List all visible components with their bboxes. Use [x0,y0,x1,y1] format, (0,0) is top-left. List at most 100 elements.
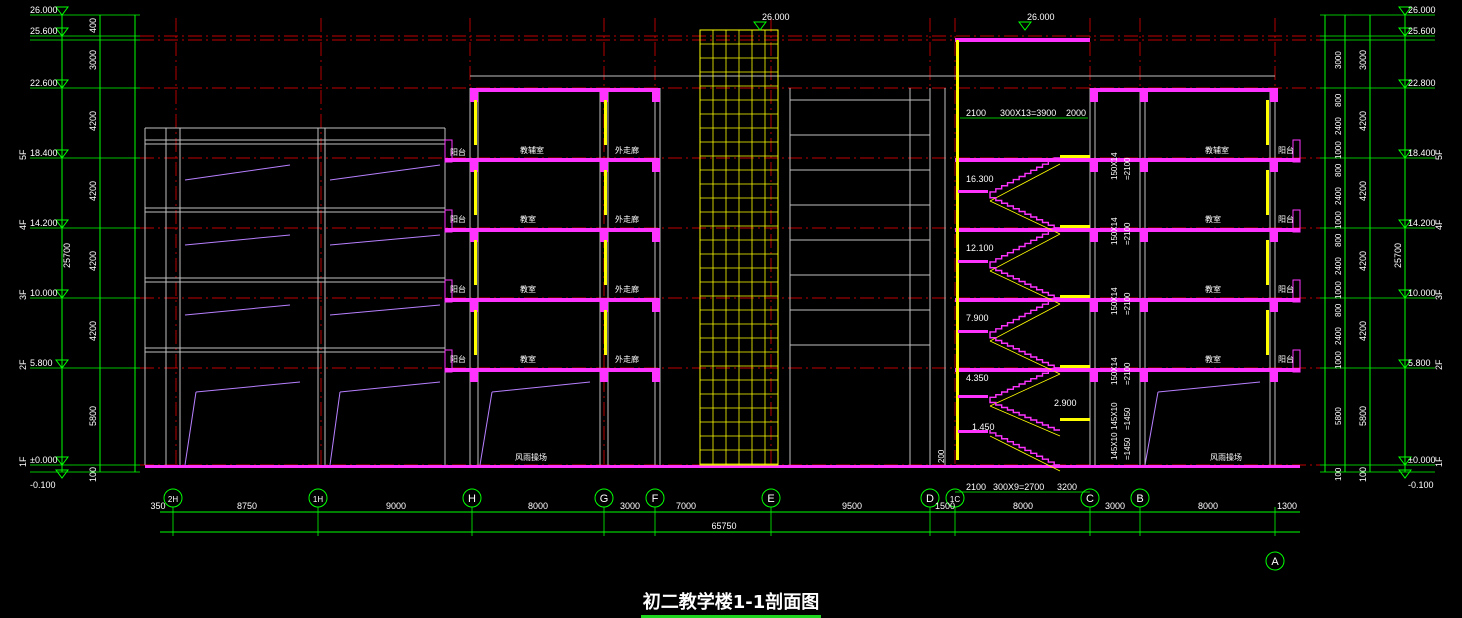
axis-label: F [652,493,659,505]
axis-dim-text: 1500 [935,501,955,511]
elevation-marker [55,359,69,369]
axis-dim-text: 350 [150,501,165,511]
elevation-label-left: 5.800 [30,358,53,368]
beam [1140,158,1148,172]
roof-slab [1090,88,1275,92]
axis-label: 1H [313,495,323,504]
beam [1270,88,1278,102]
room-label: 阳台 [1278,354,1294,364]
dim-text-right-inner: 2400 [1334,257,1343,275]
parapet [444,349,453,373]
stair-level-label: 16.300 [966,174,994,184]
stair-flight-dim: =1450 [1123,437,1132,460]
room-label: 阳台 [450,284,466,294]
stair-flight-dim: =2100 [1123,157,1132,180]
room-label: 外走廊 [615,284,639,294]
stair-flight-dim: =2100 [1123,292,1132,315]
dim-text-right-inner: 2400 [1334,187,1343,205]
elevation-label-left: 22.600 [30,78,58,88]
window-frame [474,100,477,145]
floor-slab [955,368,1300,372]
floor-label-left: 5F [18,149,28,160]
stair-handrail [989,340,1061,375]
floor-slabs [145,38,1301,468]
elevation-marker [1398,359,1412,369]
room-label: 教辅室 [520,145,544,155]
beam [470,158,478,172]
elevation-marker [1398,456,1412,466]
stair-handrail [989,435,1061,472]
floor-label-left: 1F [18,456,28,467]
beam [1090,298,1098,312]
elevation-label-left: 14.200 [30,218,58,228]
floor-slab [445,158,660,162]
stair-level-label: 7.900 [966,313,989,323]
slope-line [329,164,441,181]
elevation-marker [1018,21,1032,31]
dim-text-left: 5800 [88,406,98,426]
dim-text-left: 4200 [88,181,98,201]
stair-section [474,40,1269,472]
stair-flight [989,195,1060,229]
dim-text-left: 4200 [88,321,98,341]
roof-slab [470,88,660,92]
slope-line [479,391,493,466]
stair-flight-dim: 145X10 [1110,402,1119,430]
elevation-label-right: 26.000 [1408,5,1436,15]
room-label: 教室 [1205,284,1221,294]
parapet [1292,279,1301,303]
stair-landing [958,430,988,433]
dim-text-right-inner: 3000 [1334,51,1343,69]
room-label: 教辅室 [1205,145,1229,155]
room-label: 阳台 [450,214,466,224]
axis-dim-text: 7000 [676,501,696,511]
beam [1090,228,1098,242]
room-label: 教室 [520,354,536,364]
dim-text-right-inner: 1000 [1334,141,1343,159]
floor-label-right: 4F [1434,219,1444,230]
dim-text-right: 3000 [1358,50,1368,70]
slope-line [1157,381,1261,393]
top-level-label: 26.000 [1027,12,1055,22]
beam [600,158,608,172]
elevation-marker [55,149,69,159]
beam [600,228,608,242]
elevation-label-left: 26.000 [30,5,58,15]
floor-slab [445,228,660,232]
elevation-label-right: 25.600 [1408,26,1436,36]
floor-slab [445,298,660,302]
window-frame [474,170,477,215]
dim-text-right-inner: 5800 [1334,407,1343,425]
axis-label: D [926,493,934,505]
floor-slab [445,368,660,372]
room-label: 阳台 [450,147,466,157]
floor-label-right: 5F [1434,149,1444,160]
dim-text-right: 4200 [1358,251,1368,271]
window-frame [1266,100,1269,145]
beam [1140,298,1148,312]
beam [652,158,660,172]
slope-line [339,381,441,393]
stair-flight [989,400,1060,431]
parapet [1292,209,1301,233]
room-label: 阳台 [1278,214,1294,224]
dim-total-left: 25700 [62,243,72,268]
stair-handrail [989,233,1061,272]
elevation-label-right: 10.000 [1408,288,1436,298]
beam [1140,228,1148,242]
floor-label-right: 1F [1434,456,1444,467]
floor-slab [955,298,1300,302]
stair-flight [989,297,1060,335]
stair-flight-dim: =1450 [1123,407,1132,430]
window-frame [956,40,959,460]
dim-text-left: 4200 [88,251,98,271]
beam [470,228,478,242]
elevation-marker [1398,149,1412,159]
stair-level-label: 4.350 [966,373,989,383]
stair-flight [989,265,1060,299]
window-frame [604,100,607,145]
axis-dim-text: 1300 [1277,501,1297,511]
beam [1140,88,1148,102]
elevation-label-left: -0.100 [30,480,56,490]
floor-slab [955,228,1300,232]
